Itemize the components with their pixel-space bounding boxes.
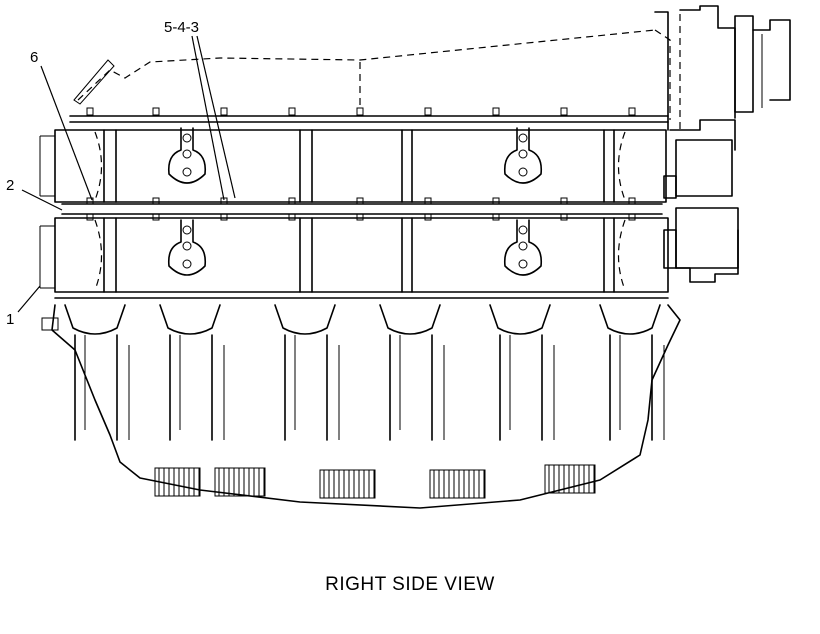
bolt <box>356 197 364 205</box>
elbow-bolt <box>518 149 528 159</box>
bolt <box>492 213 500 221</box>
bolt <box>86 197 94 205</box>
bolt <box>288 197 296 205</box>
manifold-ribs <box>103 129 615 293</box>
rib-block <box>544 464 596 494</box>
bolt <box>288 107 296 116</box>
middle-flange <box>61 203 663 215</box>
port-outline <box>274 304 336 335</box>
port-outline <box>489 304 551 335</box>
cylinder-wall <box>294 335 340 440</box>
bolt <box>424 107 432 116</box>
bolt <box>628 107 636 116</box>
exhaust-elbows <box>167 127 543 276</box>
bolt <box>152 213 160 221</box>
elbow-outline <box>167 127 207 184</box>
bolt <box>560 107 568 116</box>
elbow-bolt <box>518 259 528 269</box>
callout-2: 2 <box>6 177 14 194</box>
cylinder-wall <box>499 334 543 441</box>
bolt <box>628 197 636 205</box>
bolt <box>152 107 160 116</box>
port-outline <box>599 304 661 335</box>
crankcase-ribs <box>154 464 596 499</box>
elbow-bolt <box>182 259 192 269</box>
bolt <box>424 213 432 221</box>
rear-components <box>654 5 791 283</box>
bolt <box>560 213 568 221</box>
port-outline <box>159 304 221 335</box>
elbow-bolt <box>518 241 528 251</box>
elbow-bolt <box>518 225 528 235</box>
elbow-bolt <box>182 149 192 159</box>
top-rail <box>69 115 669 123</box>
cylinder-wall <box>169 334 213 441</box>
cylinder-wall <box>609 334 653 441</box>
exhaust-ports <box>64 304 665 441</box>
elbow-bolt <box>182 133 192 143</box>
bolt <box>560 197 568 205</box>
bolt <box>220 213 228 221</box>
engine-block <box>41 304 681 509</box>
bolt <box>492 107 500 116</box>
cylinder-wall <box>84 335 130 440</box>
rib-block <box>429 469 486 499</box>
cylinder-wall <box>284 334 328 441</box>
view-caption: RIGHT SIDE VIEW <box>325 574 495 595</box>
callout-leaders <box>17 35 236 313</box>
elbow-bolt <box>182 225 192 235</box>
cylinder-wall <box>509 335 555 440</box>
elbow-outline <box>167 219 207 276</box>
bolt <box>628 213 636 221</box>
top-dashed-outline <box>73 29 671 120</box>
rib-block <box>154 467 201 497</box>
cylinder-wall <box>399 335 445 440</box>
elbow-outline <box>503 127 543 184</box>
callout-6: 6 <box>30 49 38 66</box>
bolt <box>86 107 94 116</box>
port-outline <box>64 304 126 335</box>
bolt <box>356 213 364 221</box>
bolt <box>424 197 432 205</box>
bolt <box>152 197 160 205</box>
elbow-bolt <box>182 167 192 177</box>
callout-5-4-3: 5-4-3 <box>164 19 199 36</box>
bolt <box>220 107 228 116</box>
lower-manifold <box>39 217 669 299</box>
rib-block <box>319 469 376 499</box>
cylinder-wall <box>619 335 665 440</box>
rib-block <box>214 467 266 497</box>
flange-bolts <box>86 107 636 221</box>
bolt <box>86 213 94 221</box>
upper-manifold <box>39 129 667 203</box>
callout-1: 1 <box>6 311 14 328</box>
bolt <box>492 197 500 205</box>
bolt <box>288 213 296 221</box>
elbow-bolt <box>518 133 528 143</box>
elbow-outline <box>503 219 543 276</box>
cylinder-wall <box>179 335 225 440</box>
port-outline <box>379 304 441 335</box>
bolt <box>356 107 364 116</box>
elbow-bolt <box>518 167 528 177</box>
cylinder-wall <box>74 334 118 441</box>
elbow-bolt <box>182 241 192 251</box>
cylinder-wall <box>389 334 433 441</box>
